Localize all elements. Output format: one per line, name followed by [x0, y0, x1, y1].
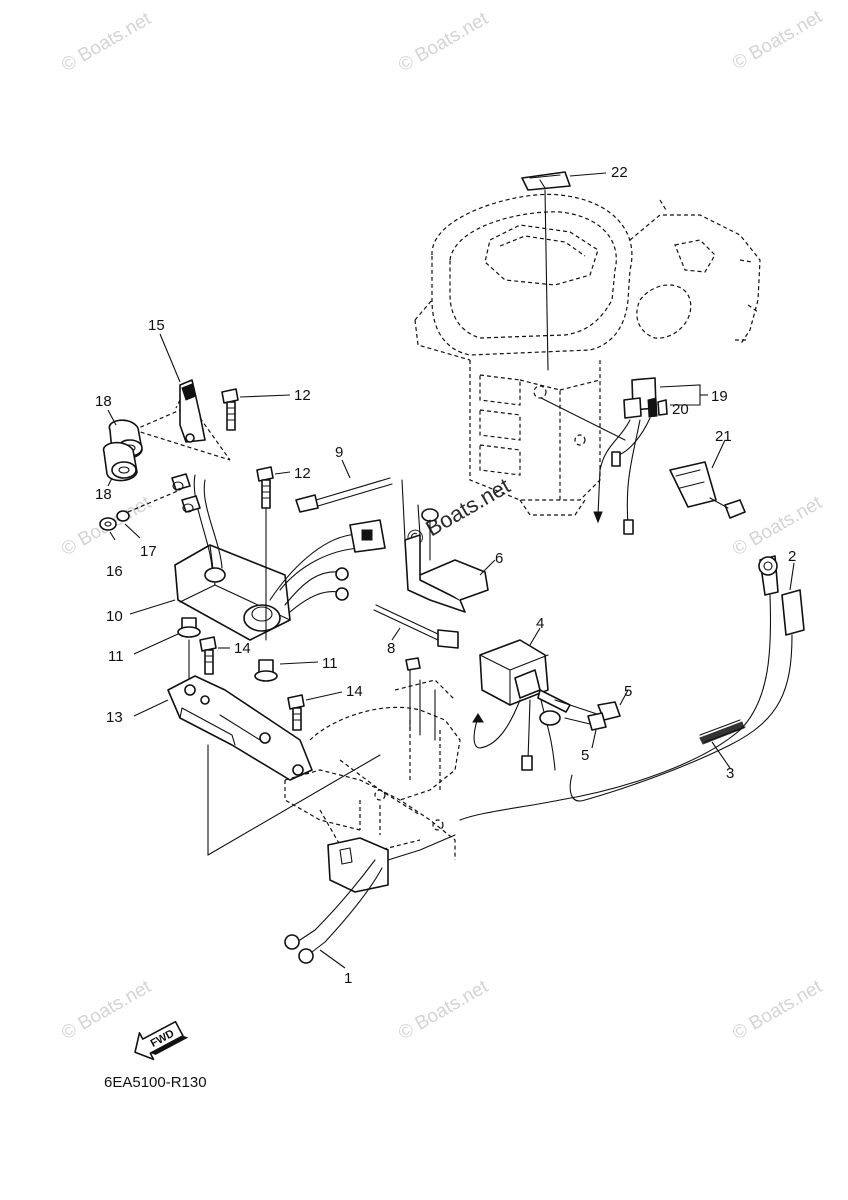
callout-17: 17 — [140, 543, 157, 560]
callout-8: 8 — [387, 640, 395, 657]
part-11-collars — [133, 617, 319, 691]
watermark: © Boats.net — [729, 6, 826, 74]
callout-15: 15 — [148, 317, 165, 334]
callout-18: 18 — [95, 486, 112, 503]
part-10-regulator — [129, 473, 386, 641]
part-12-bolt-lower — [256, 466, 291, 641]
callout-5: 5 — [581, 747, 589, 764]
watermark: © Boats.net — [395, 8, 492, 76]
part-22 — [521, 171, 607, 371]
callout-13: 13 — [106, 709, 123, 726]
part-14-bolts — [199, 636, 343, 731]
callout-22: 22 — [611, 164, 628, 181]
part-2-3-battery-cables — [459, 555, 805, 821]
part-12-bolt-upper — [221, 388, 291, 431]
part-15-bracket — [133, 333, 231, 461]
callout-18: 18 — [95, 393, 112, 410]
part-5-bolts — [537, 689, 629, 749]
callout-14: 14 — [346, 683, 363, 700]
part-16-17-nut-washer — [99, 489, 181, 541]
callout-4: 4 — [536, 615, 544, 632]
callouts: 1 2 3 4 5 5 6 8 9 10 11 11 12 12 13 14 1… — [95, 164, 796, 987]
part-21-clamp — [669, 439, 746, 519]
callout-20: 20 — [672, 401, 689, 418]
callout-11: 11 — [108, 648, 124, 665]
part-18-sleeves — [102, 409, 143, 487]
callout-3: 3 — [726, 765, 734, 782]
lower-mount-frame — [284, 657, 461, 860]
part-8-cable-tie — [373, 604, 459, 649]
diagram-code: 6EA5100-R130 — [104, 1074, 207, 1091]
callout-5: 5 — [624, 683, 632, 700]
callout-6: 6 — [495, 550, 503, 567]
callout-21: 21 — [715, 428, 732, 445]
fwd-arrow-icon: FWD — [134, 1020, 189, 1061]
callout-12: 12 — [294, 465, 311, 482]
watermark: © Boats.net — [729, 492, 826, 560]
part-4-relay — [472, 627, 556, 771]
callout-11: 11 — [322, 655, 338, 672]
callout-14: 14 — [234, 640, 251, 657]
callout-10: 10 — [106, 608, 123, 625]
watermarks: © Boats.net © Boats.net © Boats.net © Bo… — [58, 6, 826, 1044]
watermark: © Boats.net — [58, 8, 155, 76]
part-9-cable-tie — [295, 459, 393, 513]
part-6-bracket — [401, 479, 496, 613]
part-13-plate — [133, 675, 381, 856]
callout-12: 12 — [294, 387, 311, 404]
callout-16: 16 — [106, 563, 123, 580]
engine-block — [414, 193, 761, 516]
part-1-cable — [284, 834, 456, 969]
callout-9: 9 — [335, 444, 343, 461]
callout-19: 19 — [711, 388, 728, 405]
part-19-20-connector — [540, 377, 708, 535]
callout-1: 1 — [344, 970, 352, 987]
watermark: © Boats.net — [395, 976, 492, 1044]
watermark: © Boats.net — [729, 976, 826, 1044]
callout-2: 2 — [788, 548, 796, 565]
